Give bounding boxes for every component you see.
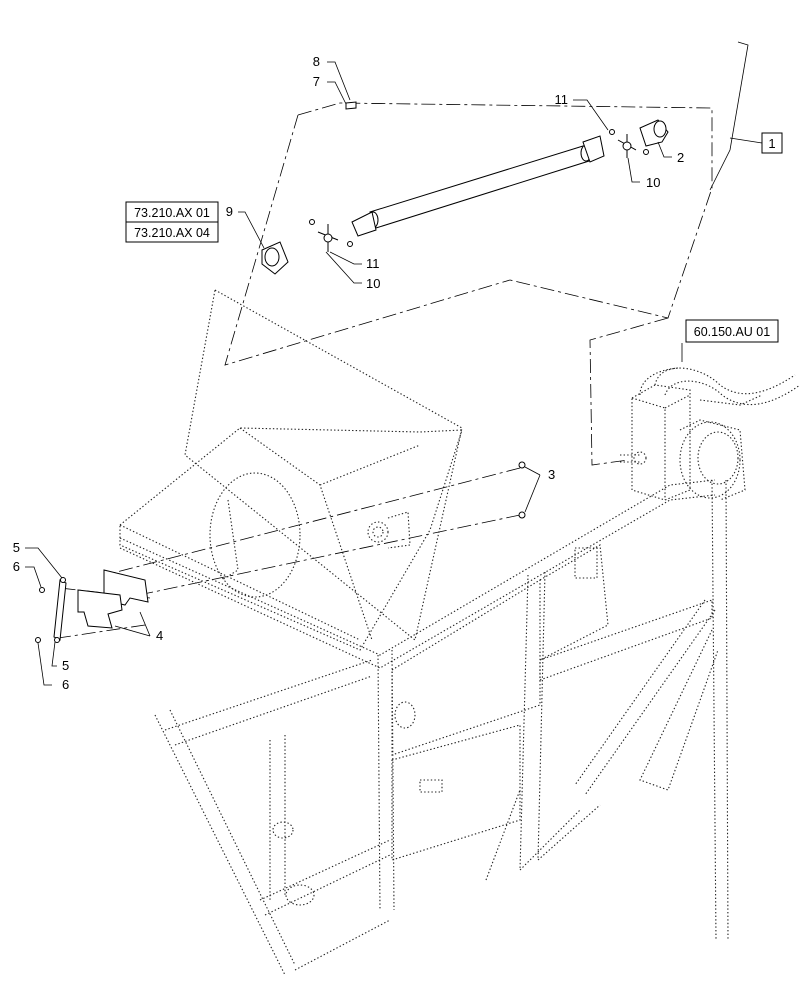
callout-5-bottom: 5 [62, 658, 69, 673]
strap-5 [53, 579, 67, 641]
callout-2: 2 [677, 150, 684, 165]
nut-3-bottom [518, 511, 526, 519]
alignment-lines [57, 102, 713, 639]
callout-10-left: 10 [366, 276, 380, 291]
driveshaft-assembly [261, 101, 669, 275]
callout-8: 8 [313, 54, 320, 69]
reference-box-73210-ax01[interactable]: 73.210.AX 01 [125, 201, 219, 223]
callout-4: 4 [156, 628, 163, 643]
frame-assembly [119, 289, 729, 976]
reference-box-73210-ax04[interactable]: 73.210.AX 04 [125, 221, 219, 243]
callout-11-right: 11 [555, 92, 569, 107]
driveshaft-tube [369, 145, 590, 229]
reference-label: 73.210.AX 04 [134, 226, 210, 240]
grease-fitting-7 [345, 101, 357, 110]
callout-6-top: 6 [13, 559, 20, 574]
callout-5-top: 5 [13, 540, 20, 555]
cover-plate-4-front [77, 589, 123, 629]
callout-7: 7 [313, 74, 320, 89]
callout-3: 3 [548, 467, 555, 482]
reference-box-60150-au01[interactable]: 60.150.AU 01 [685, 319, 779, 343]
bolt-6-bottom [35, 637, 41, 643]
callout-9: 9 [226, 204, 233, 219]
bolt-6-top [39, 587, 45, 593]
reference-label: 60.150.AU 01 [694, 325, 770, 339]
leader-lines [25, 41, 763, 686]
callout-1: 1 [768, 136, 775, 151]
callout-10-right: 10 [646, 175, 660, 190]
callout-box-1: 1 [761, 132, 783, 154]
callout-11-left: 11 [366, 256, 380, 271]
callout-6-bottom: 6 [62, 677, 69, 692]
side-plate-hardware [35, 461, 526, 643]
nut-3-top [518, 461, 526, 469]
callout-labels: 8 7 11 2 10 9 11 10 3 4 5 6 5 6 [13, 54, 684, 692]
reference-label: 73.210.AX 01 [134, 206, 210, 220]
driveshaft-yoke-right [582, 135, 605, 163]
gearbox-motor-assembly [620, 367, 801, 501]
